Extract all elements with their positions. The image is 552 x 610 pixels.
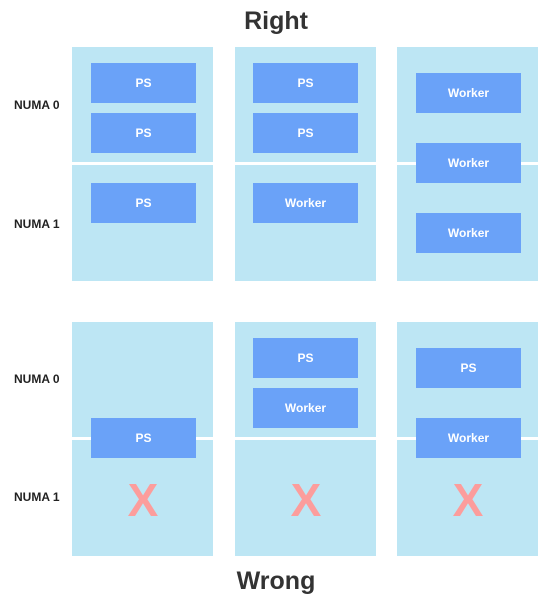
worker-process: Worker (253, 183, 358, 223)
numa-divider (235, 162, 376, 165)
ps-process: PS (253, 338, 358, 378)
numa-divider (235, 437, 376, 440)
error-mark: X (290, 474, 322, 526)
ps-process: PS (91, 113, 196, 153)
numa-0-label-bottom: NUMA 0 (14, 372, 60, 386)
numa-1-label-bottom: NUMA 1 (14, 490, 60, 504)
ps-process: PS (253, 63, 358, 103)
right-machine-2: PS PS Worker (235, 47, 376, 281)
right-machine-1: PS PS PS (72, 47, 213, 281)
wrong-machine-3: PS Worker X (397, 322, 538, 556)
error-mark: X (452, 474, 484, 526)
worker-process: Worker (416, 143, 521, 183)
numa-0-label-top: NUMA 0 (14, 98, 60, 112)
numa-divider (72, 162, 213, 165)
numa-1-label-top: NUMA 1 (14, 217, 60, 231)
ps-process: PS (416, 348, 521, 388)
right-machine-3: Worker Worker Worker (397, 47, 538, 281)
worker-process: Worker (416, 418, 521, 458)
error-mark: X (127, 474, 159, 526)
wrong-machine-2: PS Worker X (235, 322, 376, 556)
wrong-heading: Wrong (236, 567, 316, 595)
ps-process: PS (91, 418, 196, 458)
worker-process: Worker (416, 213, 521, 253)
worker-process: Worker (416, 73, 521, 113)
right-heading: Right (244, 7, 308, 35)
wrong-machine-1: PS X (72, 322, 213, 556)
ps-process: PS (253, 113, 358, 153)
ps-process: PS (91, 183, 196, 223)
worker-process: Worker (253, 388, 358, 428)
ps-process: PS (91, 63, 196, 103)
